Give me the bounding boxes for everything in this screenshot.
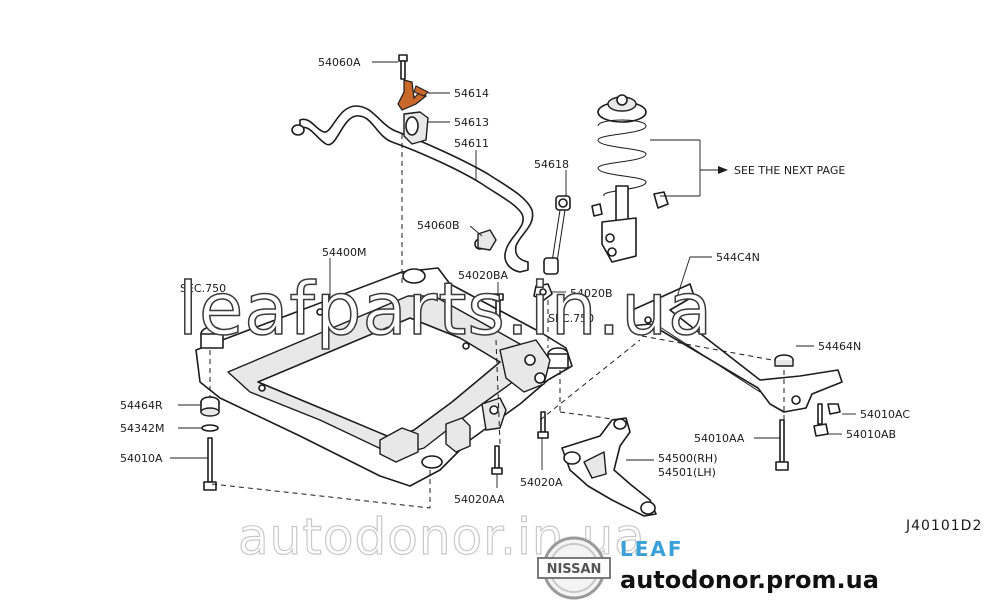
- rear-member: [627, 283, 843, 413]
- label-54614: 54614: [454, 87, 489, 100]
- dashed-construction-lines: [209, 134, 785, 509]
- label-54500: 54500(RH): [658, 452, 718, 465]
- label-544C4N: 544C4N: [716, 251, 760, 264]
- label-54060A: 54060A: [318, 56, 361, 69]
- label-54060B: 54060B: [417, 219, 460, 232]
- label-54020A: 54020A: [520, 476, 563, 489]
- label-54613: 54613: [454, 116, 489, 129]
- label-54342M: 54342M: [120, 422, 164, 435]
- label-54020AA: 54020AA: [454, 493, 505, 506]
- next-page-bracket: [650, 139, 728, 197]
- front-subframe: [195, 267, 573, 487]
- label-54010AB: 54010AB: [846, 428, 896, 441]
- label-54464R: 54464R: [120, 399, 163, 412]
- label-54010A: 54010A: [120, 452, 163, 465]
- bushing-54060B: [477, 229, 497, 251]
- part-label-group: 54060A 54614 54613 54611 54618 54060B 54…: [120, 56, 910, 506]
- insulator-54464R: [200, 396, 220, 417]
- label-54464N: 54464N: [818, 340, 861, 353]
- label-54010AA: 54010AA: [694, 432, 745, 445]
- label-54611: 54611: [454, 137, 489, 150]
- label-54501: 54501(LH): [658, 466, 716, 479]
- site-url: autodonor.prom.ua: [620, 566, 879, 594]
- bolt-54060A: [398, 54, 408, 80]
- diagram-reference: J40101D2: [905, 518, 982, 534]
- label-54020B: 54020B: [570, 287, 613, 300]
- leaf-logo: LEAF: [620, 537, 684, 561]
- nissan-logo: NISSAN: [537, 536, 611, 600]
- bolt-54020AA: [491, 445, 503, 475]
- bolt-54010AC: [827, 403, 841, 415]
- bolt-54010AA: [775, 419, 789, 471]
- stabilizer-clamp: [397, 79, 429, 111]
- nut-54020B: [533, 283, 553, 301]
- label-54618: 54618: [534, 158, 569, 171]
- lower-control-arm: [561, 417, 657, 517]
- stabilizer-link: [543, 195, 571, 275]
- label-54010AC: 54010AC: [860, 408, 910, 421]
- label-54020BA: 54020BA: [458, 269, 509, 282]
- label-54400M: 54400M: [322, 246, 366, 259]
- label-sec750-left: SEC.750: [180, 282, 226, 295]
- leader-lines: [170, 61, 856, 488]
- watermark-leafparts: leafparts.in.ua: [178, 267, 713, 351]
- label-see-next-page: SEE THE NEXT PAGE: [734, 164, 845, 177]
- bolt-54020A: [537, 411, 549, 439]
- bolt-54010A: [203, 437, 217, 491]
- label-sec750-right: SEC.750: [548, 312, 594, 325]
- strut-assembly: [591, 94, 669, 263]
- washer-54342M: [201, 424, 219, 432]
- nissan-logo-text: NISSAN: [547, 562, 602, 577]
- bushing-54613: [403, 111, 429, 145]
- bolt-54010AB: [813, 403, 829, 437]
- insulator-54464N: [774, 354, 794, 367]
